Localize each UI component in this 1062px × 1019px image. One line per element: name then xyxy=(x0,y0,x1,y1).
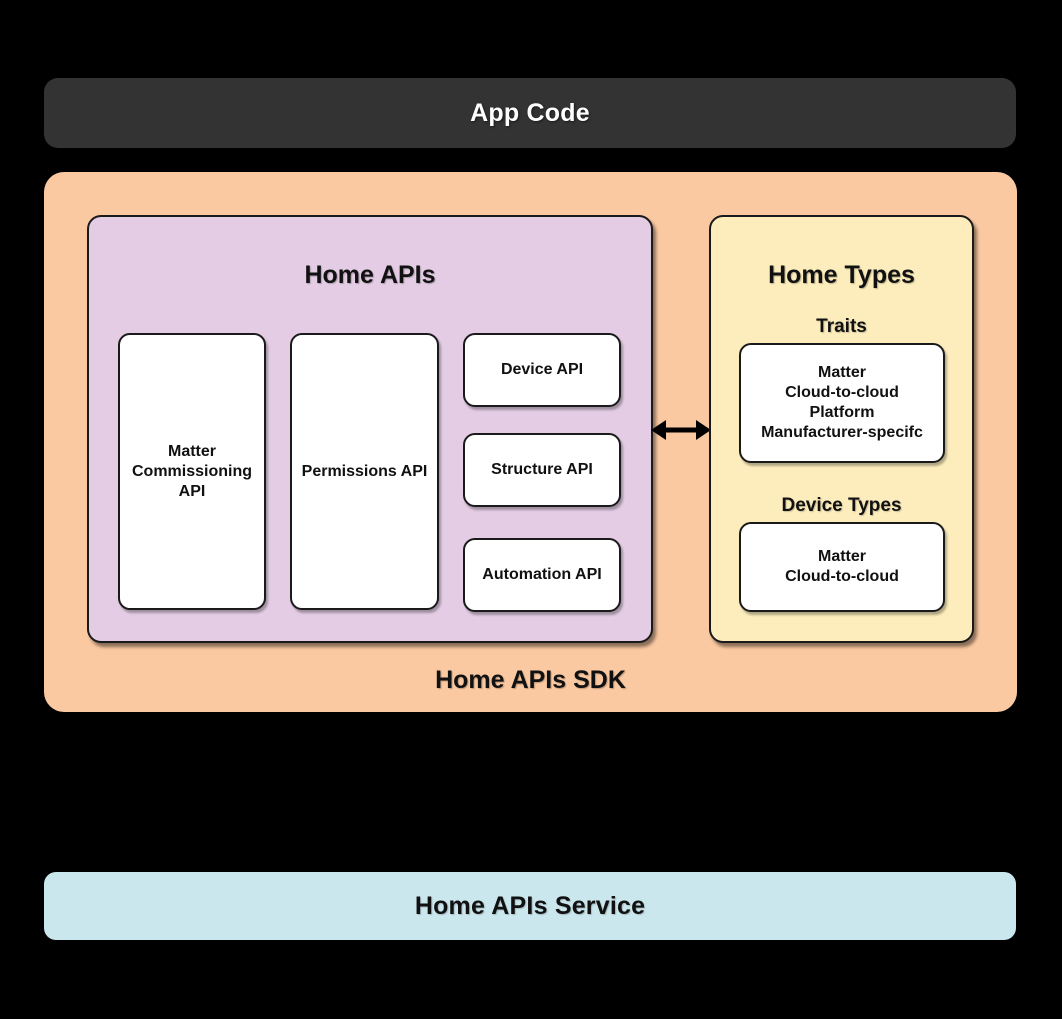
home-apis-service-bar: Home APIs Service xyxy=(44,872,1016,940)
home-apis-sdk-label: Home APIs SDK xyxy=(435,666,626,694)
device-types-box: Matter Cloud-to-cloud xyxy=(739,522,945,612)
home-types-panel: Home Types Traits Matter Cloud-to-cloud … xyxy=(709,215,974,643)
traits-label: Traits xyxy=(816,316,867,337)
home-apis-sdk-container: Home APIs Matter Commissioning API Permi… xyxy=(44,172,1017,712)
home-apis-service-label: Home APIs Service xyxy=(414,891,646,920)
home-types-title: Home Types xyxy=(768,261,915,289)
bidirectional-arrow-icon xyxy=(651,420,711,440)
matter-commissioning-api-box: Matter Commissioning API xyxy=(118,333,266,610)
app-code-bar: App Code xyxy=(44,78,1016,148)
permissions-api-box: Permissions API xyxy=(290,333,439,610)
home-apis-title: Home APIs xyxy=(304,261,436,289)
app-code-label: App Code xyxy=(470,98,590,127)
device-types-label: Device Types xyxy=(781,495,902,516)
home-apis-panel: Home APIs Matter Commissioning API Permi… xyxy=(87,215,653,643)
structure-api-box: Structure API xyxy=(463,433,621,507)
traits-box: Matter Cloud-to-cloud Platform Manufactu… xyxy=(739,343,945,463)
device-api-box: Device API xyxy=(463,333,621,407)
automation-api-box: Automation API xyxy=(463,538,621,612)
